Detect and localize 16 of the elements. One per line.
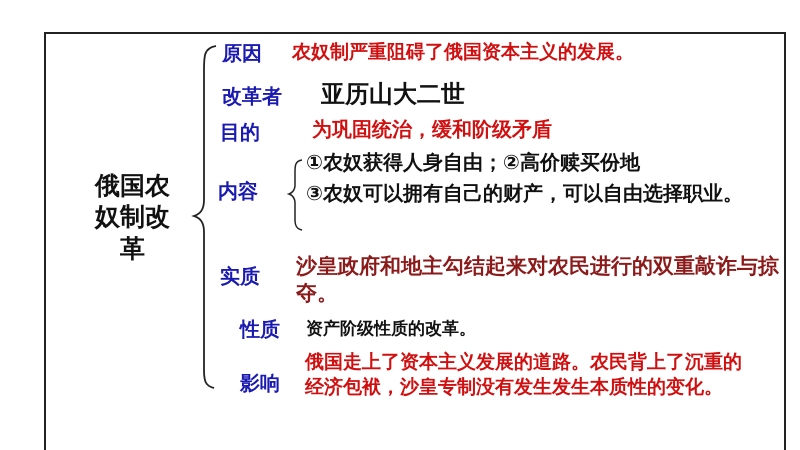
category-label: 目的	[220, 119, 261, 145]
description-text: 沙皇政府和地主勾结起来对农民进行的双重敲诈与掠夺。	[296, 253, 780, 308]
description-text: 俄国走上了资本主义发展的道路。农民背上了沉重的经济包袱，沙皇专制没有发生发生本质性的变化。	[305, 350, 743, 400]
category-label: 性质	[240, 316, 281, 342]
description-text: 农奴制严重阻碍了俄国资本主义的发展。	[292, 40, 635, 65]
description-text: 资产阶级性质的改革。	[306, 318, 477, 340]
description-text: ③农奴可以拥有自己的财产，可以自由选择职业。	[306, 180, 744, 206]
topic-title: 俄国农奴制改革	[93, 170, 171, 264]
category-label: 内容	[218, 178, 259, 204]
description-text: 为巩固统治，缓和阶级矛盾	[312, 116, 553, 142]
category-label: 实质	[220, 263, 261, 289]
description-text: ①农奴获得人身自由；②高价赎买份地	[306, 149, 642, 175]
description-text: 亚历山大二世	[321, 79, 466, 110]
category-label: 原因	[222, 40, 263, 66]
category-label: 改革者	[222, 83, 283, 109]
category-label: 影响	[240, 370, 281, 396]
